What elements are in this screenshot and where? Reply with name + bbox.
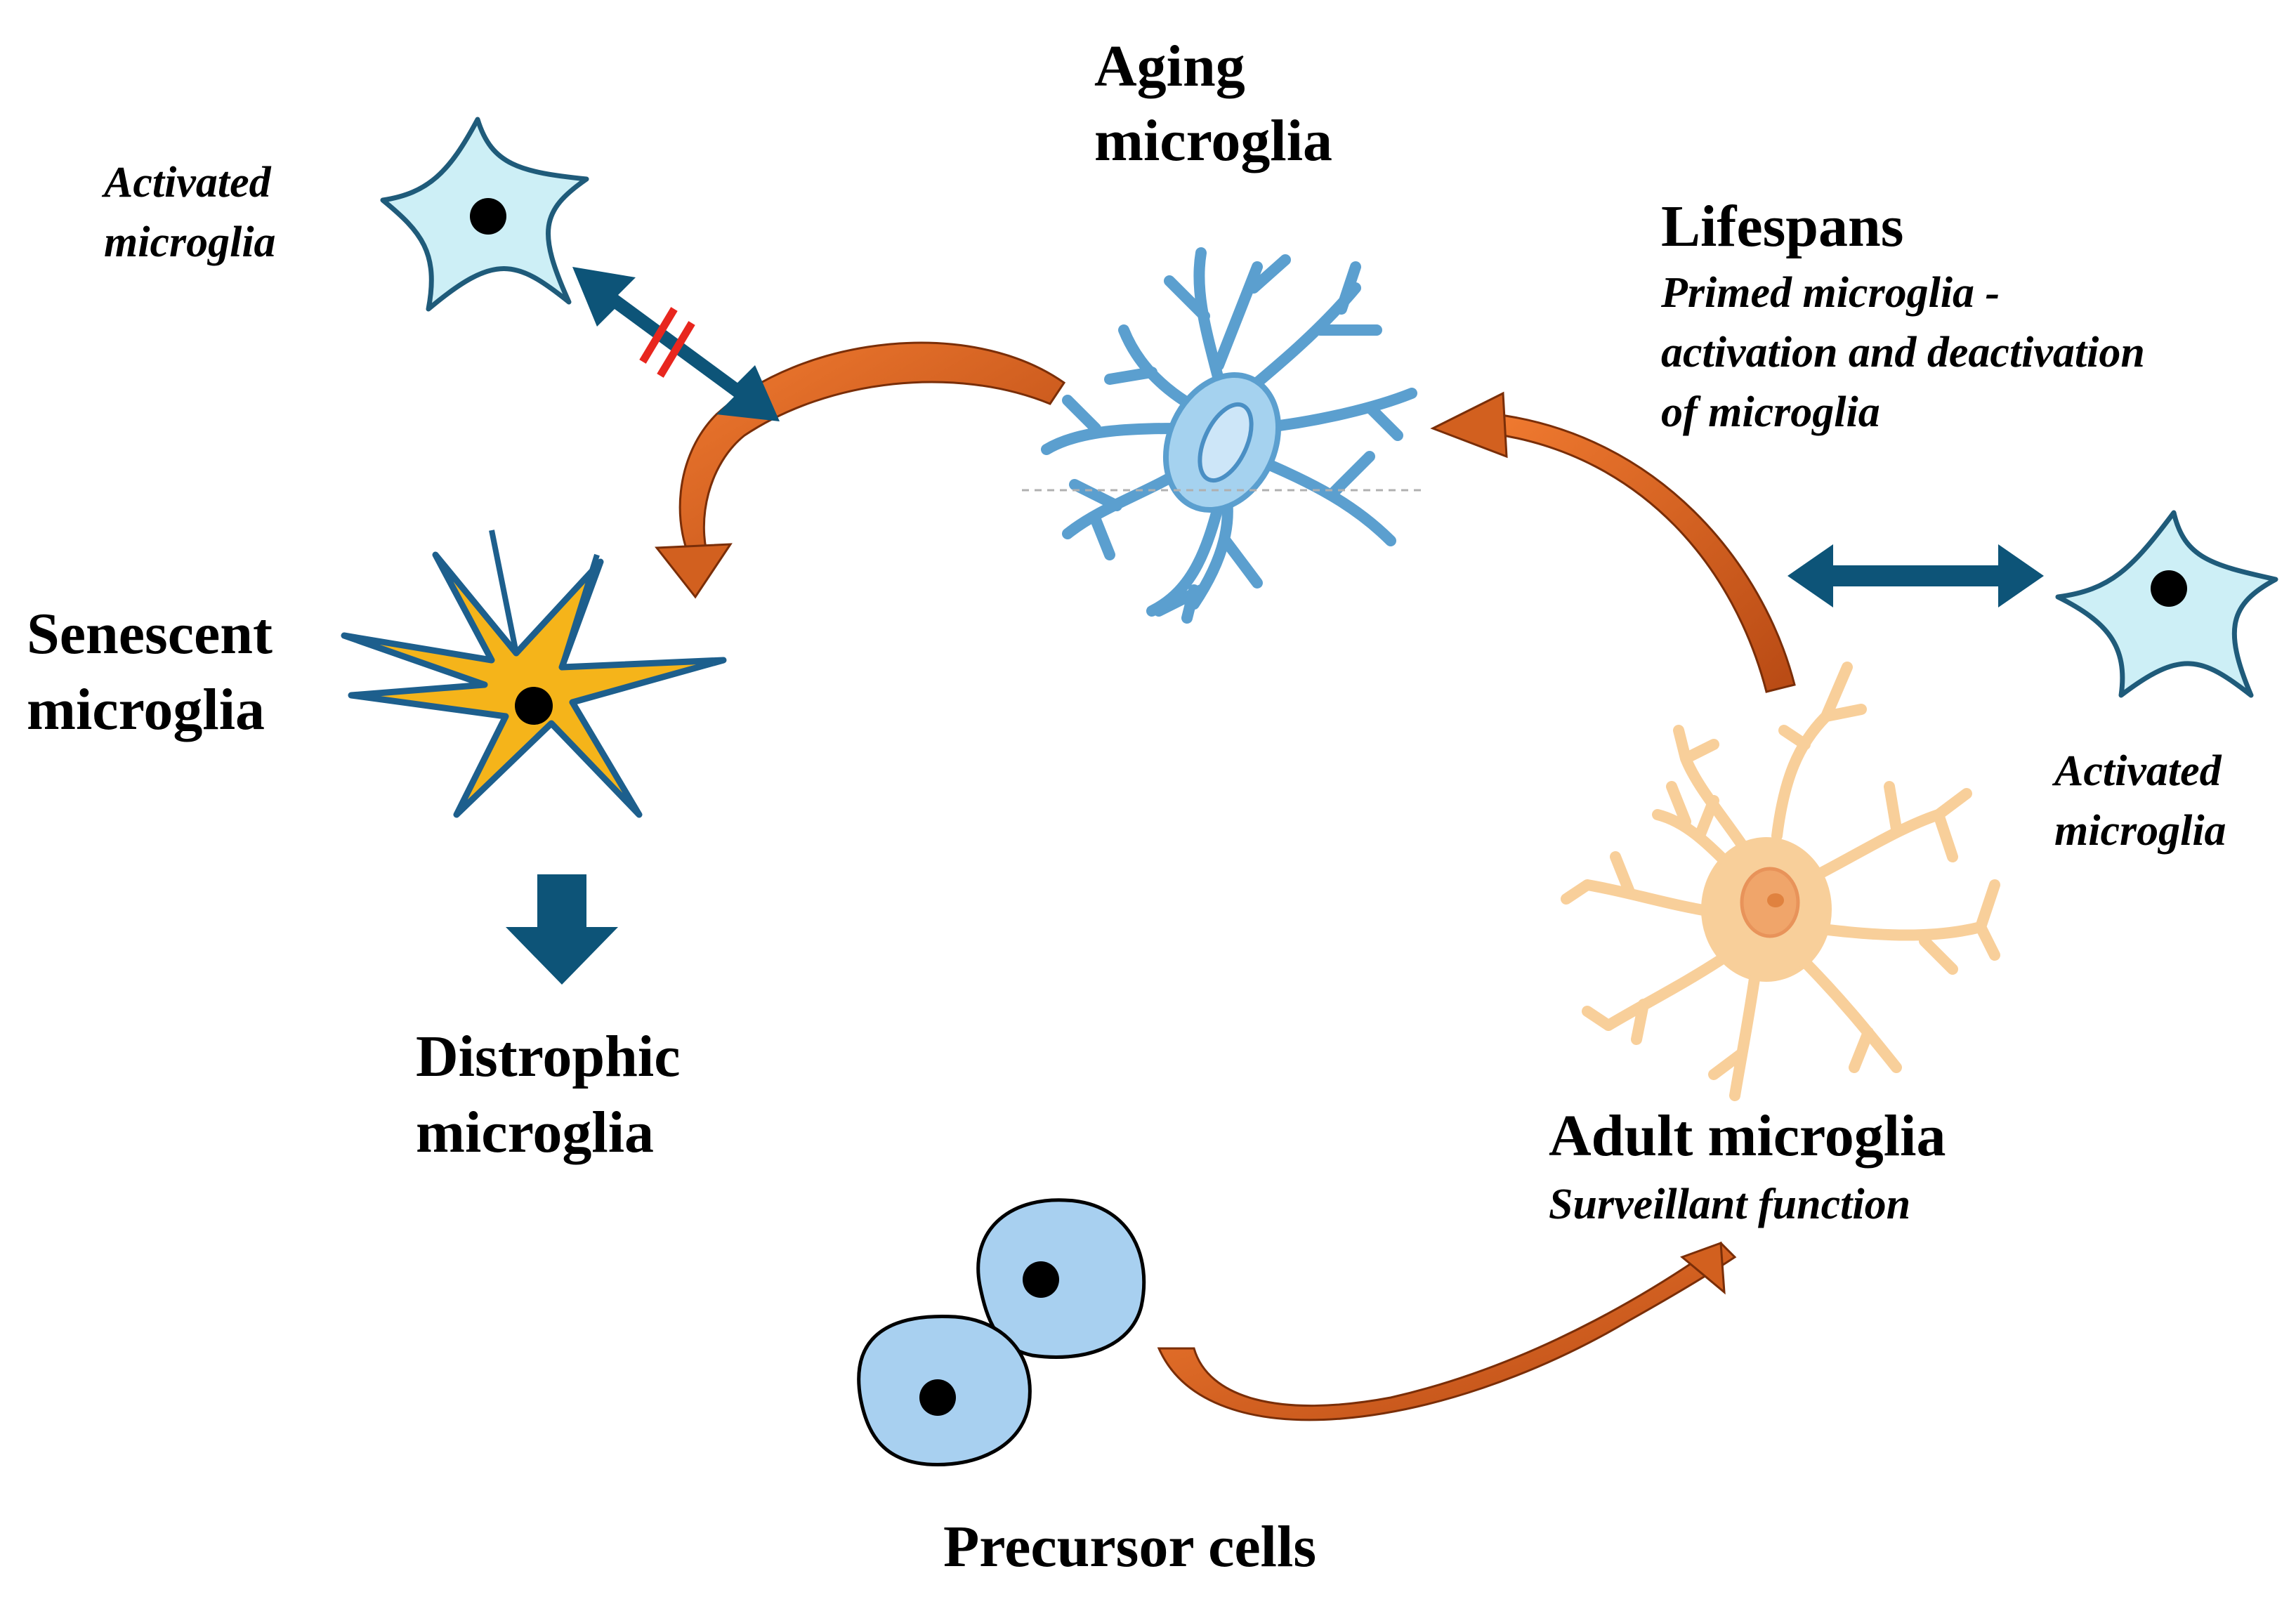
activated-right-label-line2: microglia bbox=[2054, 807, 2226, 855]
block-mark-1 bbox=[639, 307, 678, 364]
double-arrow-right bbox=[1787, 544, 2044, 607]
activated-cell-right-icon bbox=[2055, 510, 2278, 698]
precursor-label: Precursor cells bbox=[943, 1514, 1316, 1579]
aging-cell-icon bbox=[1041, 247, 1417, 624]
cycle-arrow-head-aging bbox=[1430, 391, 1508, 459]
lifespans-sub-line3: of microglia bbox=[1661, 388, 1880, 436]
lifespans-title: Lifespans bbox=[1661, 194, 1903, 259]
lifespans-sub-line1: Primed microglia - bbox=[1660, 269, 2000, 317]
senescent-label-line2: microglia bbox=[27, 677, 265, 742]
distrophic-label-line1: Distrophic bbox=[416, 1024, 680, 1089]
aging-label-line1: Aging bbox=[1094, 34, 1245, 99]
activated-right-label-line1: Activated bbox=[2052, 747, 2222, 795]
down-arrow bbox=[506, 874, 618, 985]
cycle-arrow-aging-to-senescent bbox=[678, 341, 1066, 570]
blocked-double-arrow bbox=[572, 267, 780, 421]
block-mark-2 bbox=[657, 321, 695, 378]
senescent-cell-icon bbox=[341, 530, 727, 818]
cycle-arrow-adult-to-aging bbox=[1493, 413, 1796, 693]
aging-label-line2: microglia bbox=[1094, 108, 1332, 173]
activated-cell-left-icon bbox=[380, 117, 589, 312]
cycle-arrow-head-adult bbox=[1680, 1241, 1726, 1295]
adult-label-sub: Surveillant function bbox=[1549, 1181, 1910, 1228]
adult-cell-icon bbox=[1561, 662, 2000, 1101]
cycle-arrow-head-senescent bbox=[655, 543, 733, 599]
distrophic-label-line2: microglia bbox=[416, 1100, 654, 1165]
activated-left-label-line1: Activated bbox=[101, 159, 272, 206]
precursor-cells-icon bbox=[857, 1198, 1146, 1467]
cycle-arrow-precursor-to-adult bbox=[1157, 1242, 1737, 1421]
adult-label-title: Adult microglia bbox=[1549, 1103, 1946, 1169]
activated-left-label-line2: microglia bbox=[104, 218, 276, 266]
senescent-label-line1: Senescent bbox=[27, 601, 273, 666]
lifespans-sub-line2: activation and deactivation bbox=[1661, 329, 2145, 376]
